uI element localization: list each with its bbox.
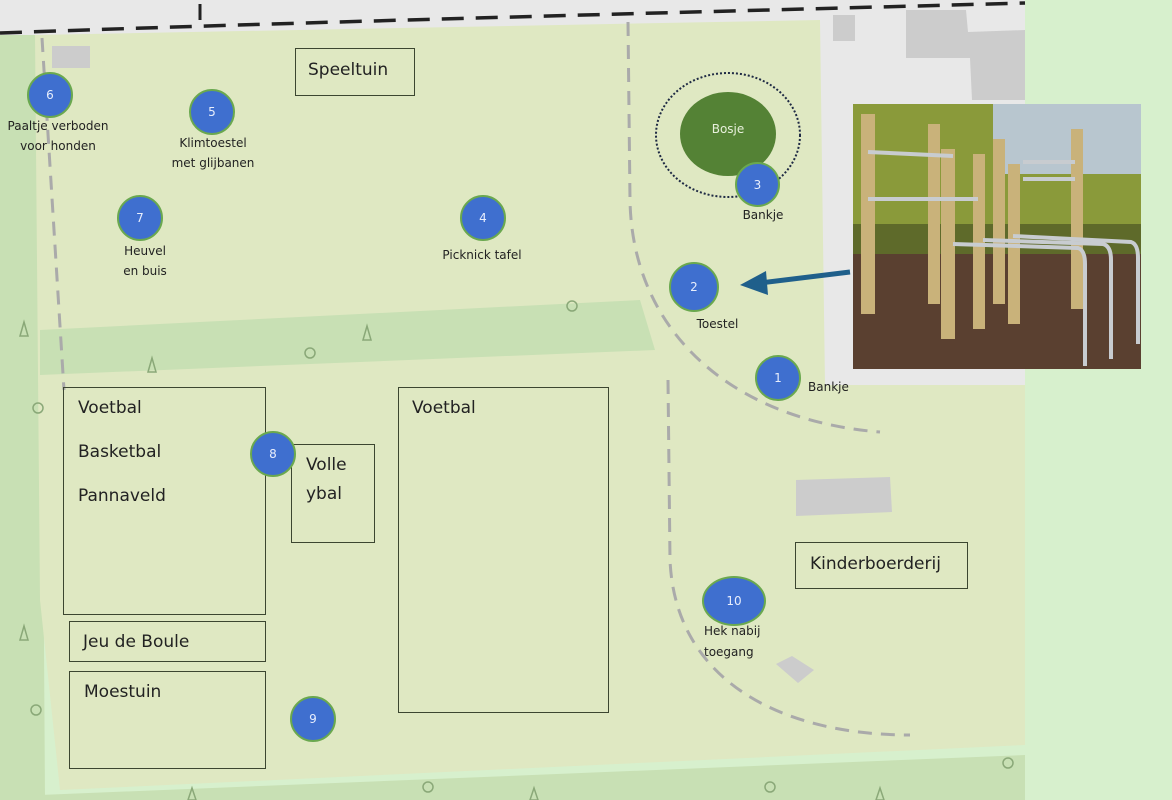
tree-icon <box>147 355 157 373</box>
marker-10-label-2: toegang <box>704 645 754 659</box>
tree-icon <box>422 781 434 793</box>
footpath <box>626 21 881 434</box>
road-line <box>0 1 1026 35</box>
marker-8[interactable]: 8 <box>250 431 296 477</box>
tree-icon <box>566 300 578 312</box>
marker-7-number: 7 <box>136 211 144 225</box>
building <box>906 10 1025 100</box>
moestuin-box: Moestuin <box>69 671 266 769</box>
jeu-de-boule-box: Jeu de Boule <box>69 621 266 662</box>
volleybal-box: Volle ybal <box>291 444 375 543</box>
jeu-de-boule-label: Jeu de Boule <box>83 632 190 652</box>
marker-10-number: 10 <box>726 594 742 608</box>
marker-4-label: Picknick tafel <box>442 248 522 262</box>
speeltuin-box: Speeltuin <box>295 48 415 96</box>
marker-5-label-1: Klimtoestel <box>179 136 247 150</box>
marker-6-label-1: Paaltje verboden <box>7 119 109 133</box>
marker-7[interactable]: 7 <box>117 195 163 241</box>
speeltuin-label: Speeltuin <box>308 60 389 80</box>
marker-10-label-1: Hek nabij <box>704 624 761 638</box>
tree-icon <box>304 347 316 359</box>
marker-2-label: Toestel <box>696 317 739 331</box>
marker-1-number: 1 <box>774 371 782 385</box>
field-pannaveld-label: Pannaveld <box>78 486 166 506</box>
marker-5[interactable]: 5 <box>189 89 235 135</box>
tree-icons <box>19 300 1014 800</box>
marker-3[interactable]: 3 <box>735 162 780 207</box>
footpath <box>666 379 911 737</box>
marker-7-label-2: en buis <box>123 264 167 278</box>
tree-icon <box>764 781 776 793</box>
tree-icon <box>875 785 885 800</box>
field-basketbal-label: Basketbal <box>78 442 162 462</box>
arrow-line <box>759 269 851 286</box>
field-left-box: Voetbal Basketbal Pannaveld <box>63 387 266 615</box>
field-right-label: Voetbal <box>412 398 476 418</box>
marker-5-number: 5 <box>208 105 216 119</box>
kinderboerderij-label: Kinderboerderij <box>810 554 941 574</box>
tree-icon <box>30 704 42 716</box>
tree-icon <box>187 785 197 800</box>
green-strip-middle <box>40 300 655 375</box>
marker-7-label-1: Heuvel <box>124 244 166 258</box>
marker-6-number: 6 <box>46 88 54 102</box>
bosje-area <box>680 92 776 176</box>
marker-1[interactable]: 1 <box>755 355 801 401</box>
tree-icon <box>19 623 29 641</box>
marker-10[interactable]: 10 <box>702 576 766 626</box>
field-voetbal-label: Voetbal <box>78 398 142 418</box>
park-area <box>35 20 1025 790</box>
tree-icon <box>1002 757 1014 769</box>
bosje-boundary <box>655 72 801 198</box>
marker-6-label-2: voor honden <box>20 139 96 153</box>
building <box>52 46 90 68</box>
marker-9-number: 9 <box>309 712 317 726</box>
marker-6[interactable]: 6 <box>27 72 73 118</box>
green-strip-bottom <box>40 755 1025 800</box>
building <box>796 477 892 516</box>
tree-icon <box>362 323 372 341</box>
tree-icon <box>19 319 29 337</box>
building <box>776 656 814 683</box>
building <box>833 15 855 41</box>
marker-3-label: Bankje <box>742 208 784 222</box>
photo-illustration <box>853 104 1141 369</box>
volleybal-label-2: ybal <box>306 484 342 504</box>
bosje-label: Bosje <box>711 122 745 136</box>
marker-9[interactable]: 9 <box>290 696 336 742</box>
marker-4[interactable]: 4 <box>460 195 506 241</box>
marker-3-number: 3 <box>753 177 762 192</box>
moestuin-label: Moestuin <box>84 682 162 702</box>
marker-2[interactable]: 2 <box>669 262 719 312</box>
tree-icon <box>32 402 44 414</box>
green-strip-left <box>0 35 45 800</box>
arrow-head-icon <box>740 271 768 295</box>
kinderboerderij-box: Kinderboerderij <box>795 542 968 589</box>
marker-2-number: 2 <box>690 280 698 294</box>
equipment-photo <box>853 104 1141 369</box>
marker-5-label-2: met glijbanen <box>171 156 255 170</box>
tree-icon <box>529 785 539 800</box>
marker-8-number: 8 <box>269 447 277 461</box>
volleybal-label-1: Volle <box>306 455 347 475</box>
marker-1-label: Bankje <box>808 380 849 394</box>
field-right-box: Voetbal <box>398 387 609 713</box>
marker-4-number: 4 <box>479 211 487 225</box>
